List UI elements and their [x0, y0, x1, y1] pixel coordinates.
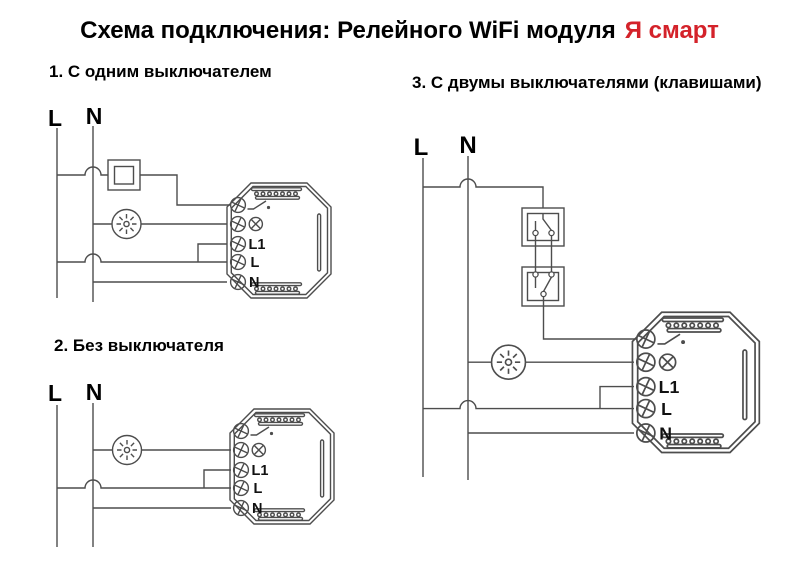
- section-label-no-switch: 2. Без выключателя: [54, 336, 224, 355]
- page-title-brand: Я смарт: [624, 17, 719, 44]
- lamp: [111, 434, 143, 466]
- wire-l1-jumper: [599, 385, 634, 409]
- switch1-contact-right: [548, 229, 555, 237]
- section-label-two-switches: 3. С двумы выключателями (клавишами): [412, 73, 762, 92]
- wall-switch: [107, 159, 141, 191]
- section-label-one-switch: 1. С одним выключателем: [49, 62, 272, 81]
- lamp: [111, 208, 142, 240]
- wire-switch2-to-module: [542, 296, 636, 340]
- supply-label-n: N: [86, 103, 103, 129]
- wire-switch-to-module: [140, 174, 230, 206]
- supply-label-n: N: [86, 379, 103, 405]
- wire-l-to-module: [57, 253, 227, 263]
- diagram-no-switch: L N: [48, 379, 334, 547]
- supply-label-n: N: [459, 132, 476, 159]
- relay-module-instance: [227, 183, 331, 298]
- wire-l-to-switch: [57, 166, 108, 176]
- page-title-main: Схема подключения: Релейного WiFi модуля: [80, 17, 616, 44]
- page-title: Схема подключения: Релейного WiFi модуля…: [0, 17, 799, 45]
- switch1-contact-left: [532, 229, 539, 237]
- relay-module-instance: [632, 312, 759, 452]
- switch2-contact-right: [548, 271, 555, 278]
- lamp: [490, 344, 527, 380]
- supply-label-l: L: [48, 105, 62, 131]
- relay-module-instance: [230, 409, 334, 524]
- supply-label-l: L: [414, 134, 429, 161]
- wall-switch-top: [521, 207, 565, 247]
- switch2-contact-common: [540, 290, 547, 298]
- wire-l1-jumper: [197, 243, 227, 262]
- supply-label-l: L: [48, 380, 62, 406]
- wire-l-to-module: [57, 479, 231, 489]
- diagram-one-switch: L N: [48, 103, 331, 302]
- wire-l-to-switch1: [423, 178, 544, 208]
- switch2-contact-left: [532, 271, 539, 278]
- diagram-two-switches: L N: [414, 132, 760, 480]
- wire-l1-jumper: [203, 469, 231, 488]
- wire-l-to-module: [423, 399, 634, 410]
